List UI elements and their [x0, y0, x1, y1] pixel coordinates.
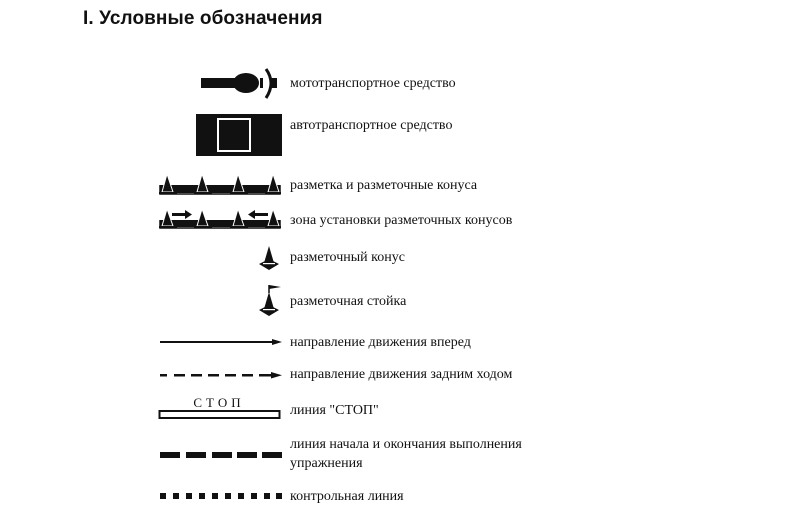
legend-label: направление движения задним ходом: [290, 367, 513, 382]
car-icon: [196, 114, 282, 156]
legend-label: направление движения вперед: [290, 335, 471, 350]
legend-label: автотранспортное средство: [290, 118, 453, 133]
motorcycle-icon: [200, 66, 282, 102]
marker-post-icon: [257, 283, 283, 317]
control-line-icon: [160, 491, 284, 501]
legend-label: линия "СТОП": [290, 403, 379, 418]
cone-zone-icon: [158, 206, 282, 230]
page-title: I. Условные обозначения: [83, 8, 323, 29]
start-finish-line-icon: [160, 450, 284, 460]
legend-label: линия начала и окончания выполнения упра…: [290, 437, 522, 471]
legend-label: разметка и разметочные конуса: [290, 178, 478, 193]
legend-label: контрольная линия: [290, 489, 404, 504]
cone-icon: [257, 245, 281, 271]
legend-label: зона установки разметочных конусов: [290, 213, 513, 228]
stop-line-icon: СТОП: [158, 394, 282, 424]
forward-arrow-icon: [160, 337, 284, 347]
marking-with-cones-icon: [158, 172, 282, 196]
legend-label: мототранспортное средство: [290, 76, 456, 91]
legend-label: разметочная стойка: [290, 294, 407, 309]
reverse-dashed-arrow-icon: [160, 370, 284, 380]
stop-line-text: СТОП: [193, 395, 244, 410]
legend-label: разметочный конус: [290, 250, 405, 265]
